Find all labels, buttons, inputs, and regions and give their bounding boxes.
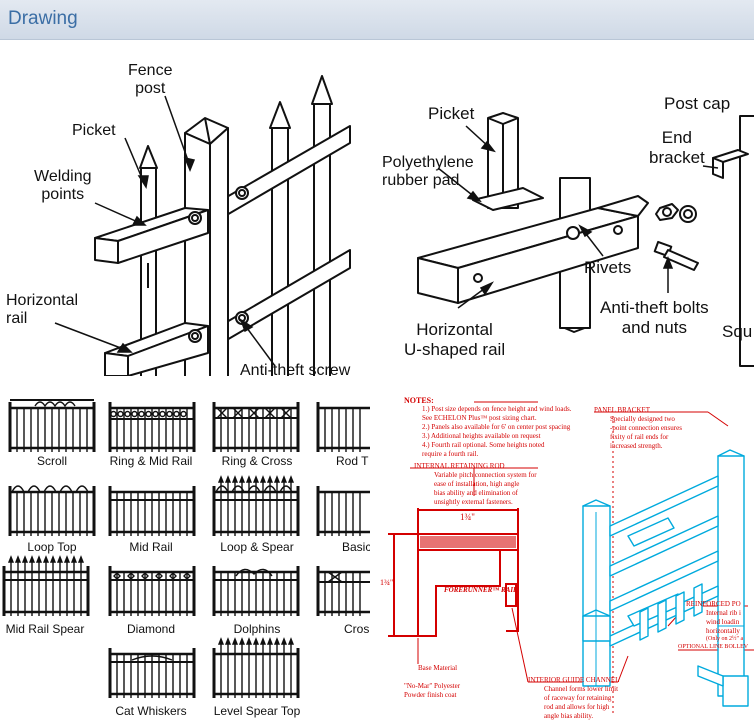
label-horizontal-u-rail: Horizontal U-shaped rail (404, 320, 506, 359)
internal-rod-text-4: unsightly external fasteners. (434, 498, 513, 506)
style-name-rod-t: Rod T (336, 454, 369, 468)
fence-style-4 (8, 485, 96, 536)
panel-bracket-text-3: fixity of rail ends for (610, 433, 669, 441)
style-name-cat-whiskers: Cat Whiskers (115, 704, 187, 718)
fence-style-0 (8, 399, 96, 452)
reinforced-text-4: (Only on 2½" a (706, 636, 744, 642)
label-fence-post: Fence post (128, 62, 173, 98)
fence-style-6 (212, 475, 300, 536)
label-picket-2: Picket (428, 104, 475, 123)
fence-style-10 (212, 566, 300, 616)
style-name-dolphins: Dolphins (233, 622, 281, 636)
technical-drawing: NOTES: 1.) Post size depends on fence he… (378, 386, 754, 723)
dimension-side: 1¾" (380, 578, 394, 587)
internal-rod-text-2: ease of installation, high angle (434, 480, 520, 488)
technical-drawing-svg (388, 401, 754, 716)
label-polyethylene-pad: Polyethylene rubber pad (382, 154, 474, 190)
label-picket: Picket (72, 122, 116, 139)
style-name-scroll: Scroll (36, 454, 67, 468)
internal-rod-title: INTERNAL RETAINING ROD (414, 462, 505, 470)
no-mar-line-2: Powder finish coat (404, 691, 457, 699)
note-line-5: 4.) Fourth rail optional. Some heights n… (422, 441, 545, 449)
style-name-cros: Cros (344, 622, 370, 636)
fence-styles-grid: Scroll Ring & Mid Rail Ring & Cross Rod … (0, 386, 370, 723)
bracket-drawing (417, 112, 754, 367)
fence-style-3 (316, 402, 370, 452)
label-end-bracket: End bracket (649, 128, 705, 167)
style-name-mid-rail-spear: Mid Rail Spear (5, 622, 85, 636)
fence-style-7 (316, 486, 370, 536)
guide-channel-text-1: Channel forms lower limit (544, 685, 619, 693)
reinforced-text-2: wind loadin (706, 618, 740, 626)
panel-bracket-text-2: -point connection ensures (610, 424, 682, 432)
label-squ: Squ (722, 322, 753, 341)
reinforced-title: REINFORCED PO (686, 600, 741, 608)
fence-style-12 (108, 648, 196, 698)
panel-bracket-text-1: Specially designed two (610, 415, 675, 423)
style-name-mid-rail: Mid Rail (129, 540, 173, 554)
note-line-1: 1.) Post size depends on fence height an… (422, 405, 572, 413)
notes-title: NOTES: (404, 396, 434, 405)
fence-style-11 (316, 566, 370, 616)
dimension-top: 1¾" (460, 512, 475, 522)
fence-style-5 (108, 486, 196, 536)
label-anti-theft-bolts: Anti-theft bolts and nuts (600, 298, 709, 337)
optional-line-label: OPTIONAL LINE BOLLEV (678, 644, 749, 650)
note-line-6: require a fourth rail. (422, 450, 479, 458)
style-name-ring-cross: Ring & Cross (221, 454, 293, 468)
rail-name: FORERUNNER™ RAIL (444, 586, 518, 594)
style-name-loop-spear: Loop & Spear (220, 540, 294, 554)
fence-post-drawing (54, 75, 351, 376)
page-header: Drawing (0, 0, 754, 40)
bracket-assembly-diagram: Picket Polyethylene rubber pad Post cap … (378, 58, 754, 376)
label-rivets: Rivets (584, 258, 632, 277)
guide-channel-title: INTERIOR GUIDE CHANNEL (528, 676, 620, 684)
fence-style-2 (212, 402, 300, 452)
panel-bracket-title: PANEL BRACKET (594, 406, 651, 414)
fence-style-9 (108, 566, 196, 616)
style-name-basic: Basic (342, 540, 370, 554)
note-line-2: See ECHELON Plus™ post sizing chart. (422, 414, 537, 422)
base-material-label: Base Material (418, 664, 458, 672)
fence-styles-drawing (2, 399, 370, 698)
guide-channel-text-3: rod and allows for high (544, 703, 610, 711)
panel-bracket-text-4: increased strength. (610, 442, 663, 450)
label-post-cap: Post cap (664, 94, 731, 113)
internal-rod-text-3: bias ability and elimination of (434, 489, 518, 497)
fence-style-13 (212, 637, 300, 698)
guide-channel-text-2: of raceway for retaining (544, 694, 612, 702)
no-mar-line-1: "No-Mar" Polyester (404, 682, 461, 690)
reinforced-text-3: horizontally (706, 627, 740, 635)
label-welding-points: Welding points (34, 168, 92, 204)
note-line-4: 3.) Additional heights available on requ… (422, 432, 541, 440)
style-name-diamond: Diamond (126, 622, 176, 636)
note-line-3: 2.) Panels also available for 6' on cent… (422, 423, 571, 431)
guide-channel-text-4: angle bias ability. (544, 712, 594, 720)
style-name-loop-top: Loop Top (27, 540, 77, 554)
label-anti-theft-screw: Anti-theft screw (240, 362, 351, 376)
fence-post-diagram: Fence post Picket Welding points Horizon… (0, 58, 370, 376)
style-name-ring-mid-rail: Ring & Mid Rail (109, 454, 193, 468)
page-title: Drawing (8, 8, 78, 29)
fence-style-8 (2, 555, 90, 616)
reinforced-text-1: Internal rib i (706, 609, 741, 617)
label-horizontal-rail: Horizontal rail (6, 292, 79, 328)
internal-rod-text-1: Variable pitch connection system for (434, 471, 537, 479)
fence-style-1 (108, 402, 196, 452)
style-name-level-spear-top: Level Spear Top (213, 704, 301, 718)
